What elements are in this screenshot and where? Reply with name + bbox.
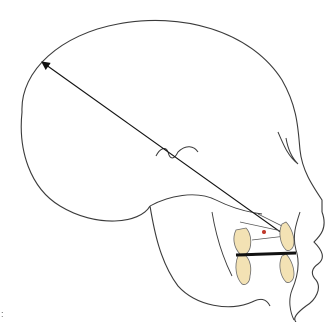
ramus-line (212, 212, 232, 276)
occiput-outline (21, 112, 150, 221)
lower-molar-tooth (236, 256, 251, 285)
lower-incisor-tooth (280, 254, 294, 283)
incisor-marker-dot (262, 230, 266, 234)
corner-label: : (1, 310, 4, 319)
occlusal-line (236, 253, 296, 255)
measurement-line-long (42, 62, 286, 236)
upper-incisor-tooth (280, 222, 294, 251)
soft-tissue-profile (295, 212, 324, 322)
cranium-outline (22, 20, 322, 212)
orbit-outline (278, 132, 298, 164)
mandible-outline (150, 206, 270, 307)
cranial-base-line (150, 195, 262, 214)
upper-molar-tooth (234, 228, 251, 255)
